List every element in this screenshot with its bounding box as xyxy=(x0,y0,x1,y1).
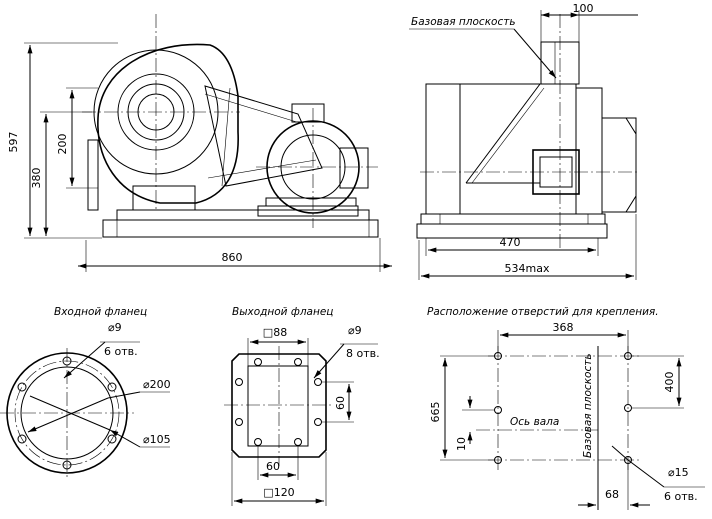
label-inlet-flange: Входной фланец xyxy=(54,306,147,318)
outlet-flange-view: Выходной фланец □88 ⌀9 8 отв. 60 xyxy=(224,306,380,506)
mounting-hole-circles xyxy=(494,352,632,464)
dim-holes-x-span: 368 xyxy=(553,321,574,334)
dim-side-top-width: 100 xyxy=(573,2,594,15)
dim-inlet-hole-count: 6 отв. xyxy=(104,345,138,358)
dim-holes-axis-offset: 10 xyxy=(455,437,468,451)
side-view: Базовая плоскость 100 xyxy=(409,2,640,280)
dim-side-base-width: 470 xyxy=(500,236,521,249)
dim-holes-count: 6 отв. xyxy=(664,490,698,503)
label-base-plane-side: Базовая плоскость xyxy=(582,353,594,458)
mounting-holes-view: Расположение отверстий для крепления. 36… xyxy=(427,306,705,510)
dim-inlet-bolt-circle: ⌀200 xyxy=(143,378,171,391)
dim-side-max-width: 534max xyxy=(505,262,550,275)
dim-holes-side-offset: 68 xyxy=(605,488,619,501)
dim-front-outlet-height: 200 xyxy=(56,134,69,155)
label-outlet-flange: Выходной фланец xyxy=(232,306,333,318)
label-shaft-axis: Ось вала xyxy=(510,416,559,428)
dim-outlet-hole-dia: ⌀9 xyxy=(348,324,362,337)
dim-outlet-inner: □88 xyxy=(263,326,287,339)
dim-front-height-total: 597 xyxy=(7,132,20,153)
dim-outlet-pitch-h: 60 xyxy=(266,460,280,473)
inlet-flange-view: Входной фланец ⌀200 ⌀105 ⌀9 6 отв. xyxy=(0,306,171,478)
outlet-bolt-holes xyxy=(235,358,322,446)
dim-holes-dia: ⌀15 xyxy=(668,466,689,479)
belt-guard xyxy=(204,85,323,187)
label-mounting-holes: Расположение отверстий для крепления. xyxy=(427,306,659,318)
dim-outlet-pitch-v: 60 xyxy=(334,396,347,410)
dim-front-length: 860 xyxy=(222,251,243,264)
dim-inlet-hole-dia: ⌀9 xyxy=(108,321,122,334)
dim-holes-y-pair: 400 xyxy=(663,372,676,393)
dim-holes-y-span: 665 xyxy=(429,402,442,423)
dim-inlet-bore: ⌀105 xyxy=(143,433,171,446)
front-view: 597 380 200 860 xyxy=(7,14,392,272)
fan-volute xyxy=(87,43,239,211)
label-base-plane-top: Базовая плоскость xyxy=(411,16,516,28)
dim-front-height-axis: 380 xyxy=(30,168,43,189)
dim-outlet-outer: □120 xyxy=(263,486,294,499)
dim-outlet-hole-count: 8 отв. xyxy=(346,347,380,360)
